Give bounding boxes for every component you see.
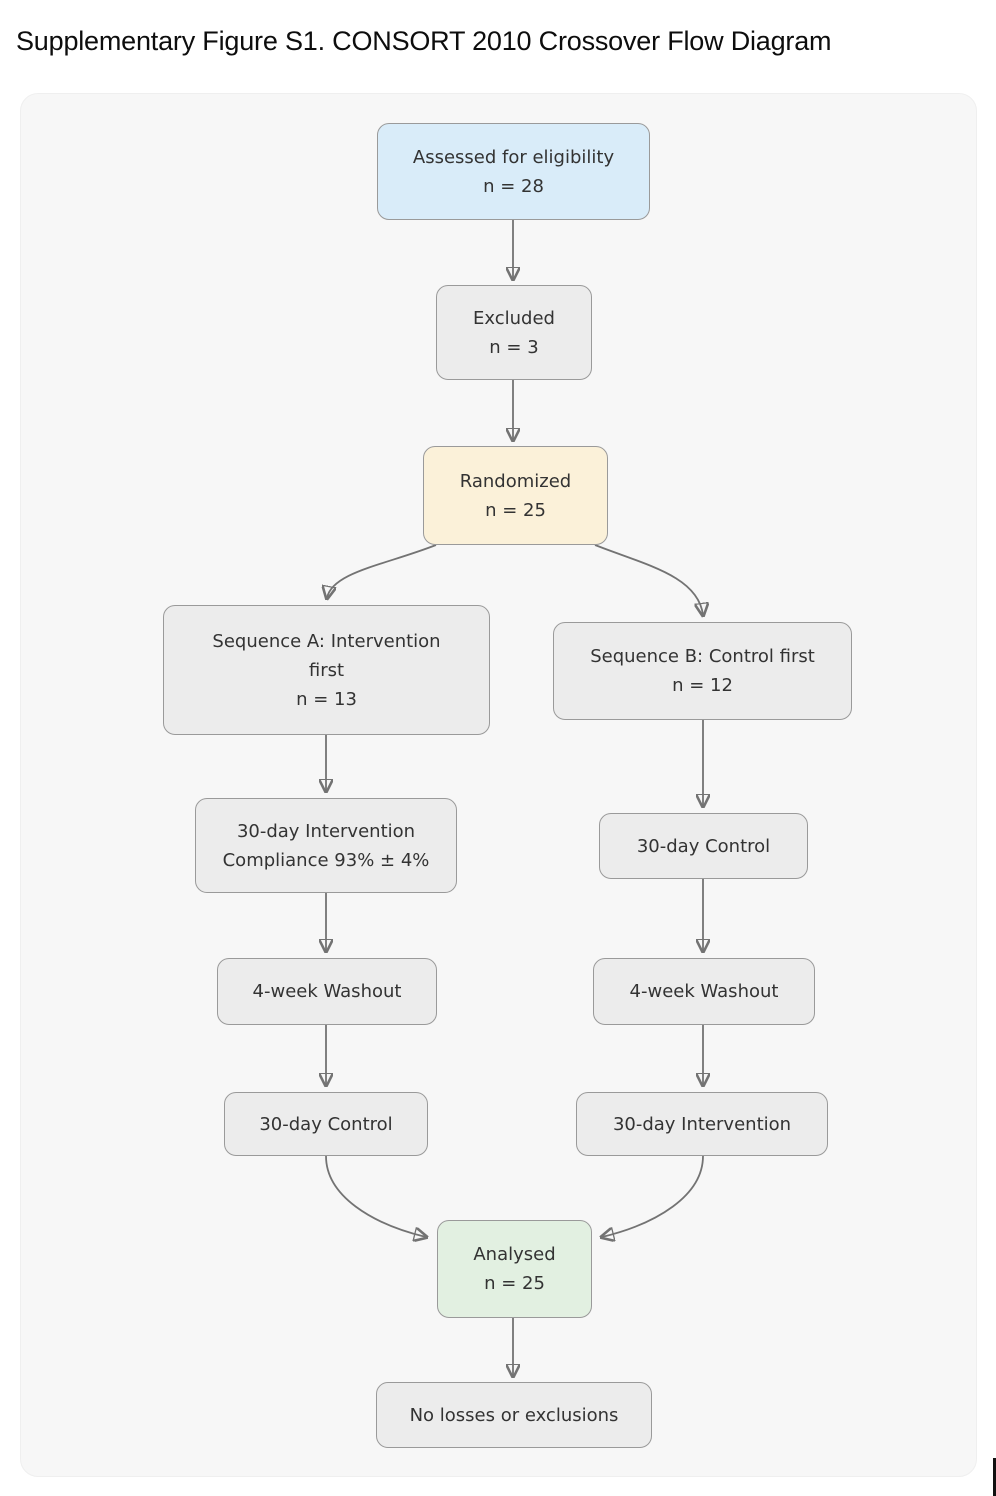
- node-count: n = 13: [296, 688, 357, 710]
- node-analysed: Analysed n = 25: [437, 1220, 592, 1318]
- node-excluded: Excluded n = 3: [436, 285, 592, 380]
- node-randomized: Randomized n = 25: [423, 446, 608, 545]
- node-label: 30-day Intervention Compliance 93% ± 4%: [222, 820, 430, 871]
- text-caret: [993, 1458, 996, 1496]
- node-control-period-a: 30-day Control: [224, 1092, 428, 1156]
- node-count: n = 3: [489, 336, 539, 358]
- figure-title: Supplementary Figure S1. CONSORT 2010 Cr…: [16, 26, 832, 56]
- node-label: 30-day Intervention: [612, 1113, 792, 1135]
- node-label: 30-day Control: [636, 835, 771, 857]
- node-count: n = 28: [483, 175, 544, 197]
- node-intervention-period-b: 30-day Intervention: [576, 1092, 828, 1156]
- node-count: n = 12: [672, 675, 733, 696]
- node-label: Sequence A: Intervention first: [212, 630, 441, 681]
- node-count: n = 25: [485, 499, 546, 521]
- node-intervention-period-a: 30-day Intervention Compliance 93% ± 4%: [195, 798, 457, 893]
- node-count: n = 25: [484, 1273, 545, 1294]
- node-control-period-b: 30-day Control: [599, 813, 808, 879]
- node-washout-b: 4-week Washout: [593, 958, 815, 1025]
- node-label: Assessed for eligibility: [412, 146, 615, 168]
- node-label: No losses or exclusions: [409, 1404, 619, 1426]
- node-label: Randomized: [459, 470, 572, 492]
- node-label: 30-day Control: [259, 1113, 393, 1135]
- node-assessed-for-eligibility: Assessed for eligibility n = 28: [377, 123, 650, 220]
- node-label: 4-week Washout: [629, 981, 779, 1002]
- node-sequence-b: Sequence B: Control first n = 12: [553, 622, 852, 720]
- node-label: Analysed: [473, 1244, 556, 1265]
- node-label: 4-week Washout: [252, 981, 402, 1002]
- node-washout-a: 4-week Washout: [217, 958, 437, 1025]
- node-no-losses-or-exclusions: No losses or exclusions: [376, 1382, 652, 1448]
- node-label: Excluded: [473, 307, 555, 329]
- node-label: Sequence B: Control first: [590, 646, 815, 667]
- node-sequence-a: Sequence A: Intervention first n = 13: [163, 605, 490, 735]
